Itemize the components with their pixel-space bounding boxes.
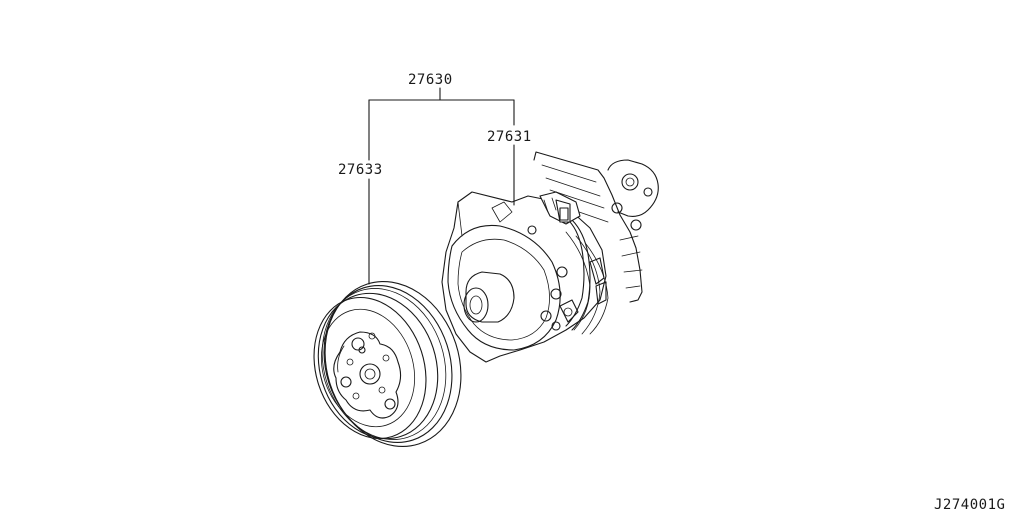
clutch-pulley-drawing [313,280,462,448]
part-label-27630: 27630 [408,72,453,88]
compressor-drawing [441,151,659,363]
part-label-27631: 27631 [487,129,532,145]
leader-lines [368,87,515,285]
part-label-27633: 27633 [338,162,383,178]
figure-code: J274001G [934,497,1005,512]
